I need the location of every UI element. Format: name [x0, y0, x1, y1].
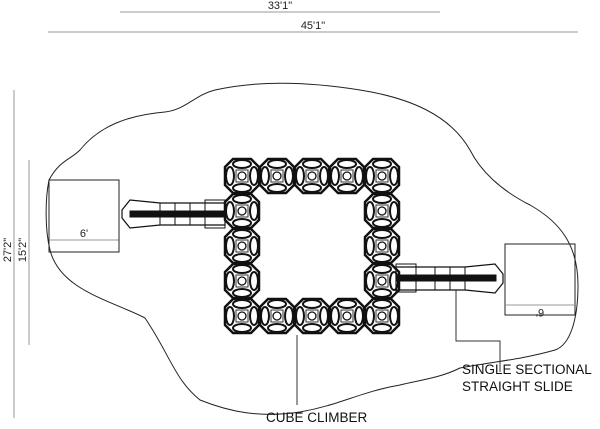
cube [258, 297, 296, 335]
cube [363, 297, 401, 335]
cube [258, 157, 296, 195]
cube [363, 157, 401, 195]
right-slide [395, 263, 504, 294]
cube [293, 157, 331, 195]
cube [363, 262, 401, 300]
dim-45-1: 45'1" [301, 20, 325, 32]
dim-27-2: 27'2" [2, 238, 14, 262]
cube [223, 192, 261, 230]
cube [293, 297, 331, 335]
cube-climber [223, 157, 401, 335]
cube [223, 297, 261, 335]
left-slide [121, 199, 226, 229]
climber-label: CUBE CLIMBER [266, 410, 368, 425]
right-runout-zone [504, 243, 576, 316]
use-zone-boundary [45, 82, 579, 415]
cube [363, 227, 401, 265]
dim-15-2: 15'2" [17, 238, 29, 262]
cube [223, 262, 261, 300]
cube [328, 157, 366, 195]
cube [223, 157, 261, 195]
dim-33-1: 33'1" [268, 0, 292, 12]
slide-label-line1: SINGLE SECTIONAL [462, 362, 592, 377]
leader-lines [296, 290, 501, 405]
dimension-lines [13, 11, 578, 418]
cube [363, 192, 401, 230]
slide-label-line2: STRAIGHT SLIDE [462, 379, 573, 394]
dim-right-runout: 6' [536, 306, 544, 318]
cube [328, 297, 366, 335]
left-runout-zone [48, 179, 120, 253]
cube [223, 227, 261, 265]
dim-left-runout: 6' [80, 228, 88, 240]
